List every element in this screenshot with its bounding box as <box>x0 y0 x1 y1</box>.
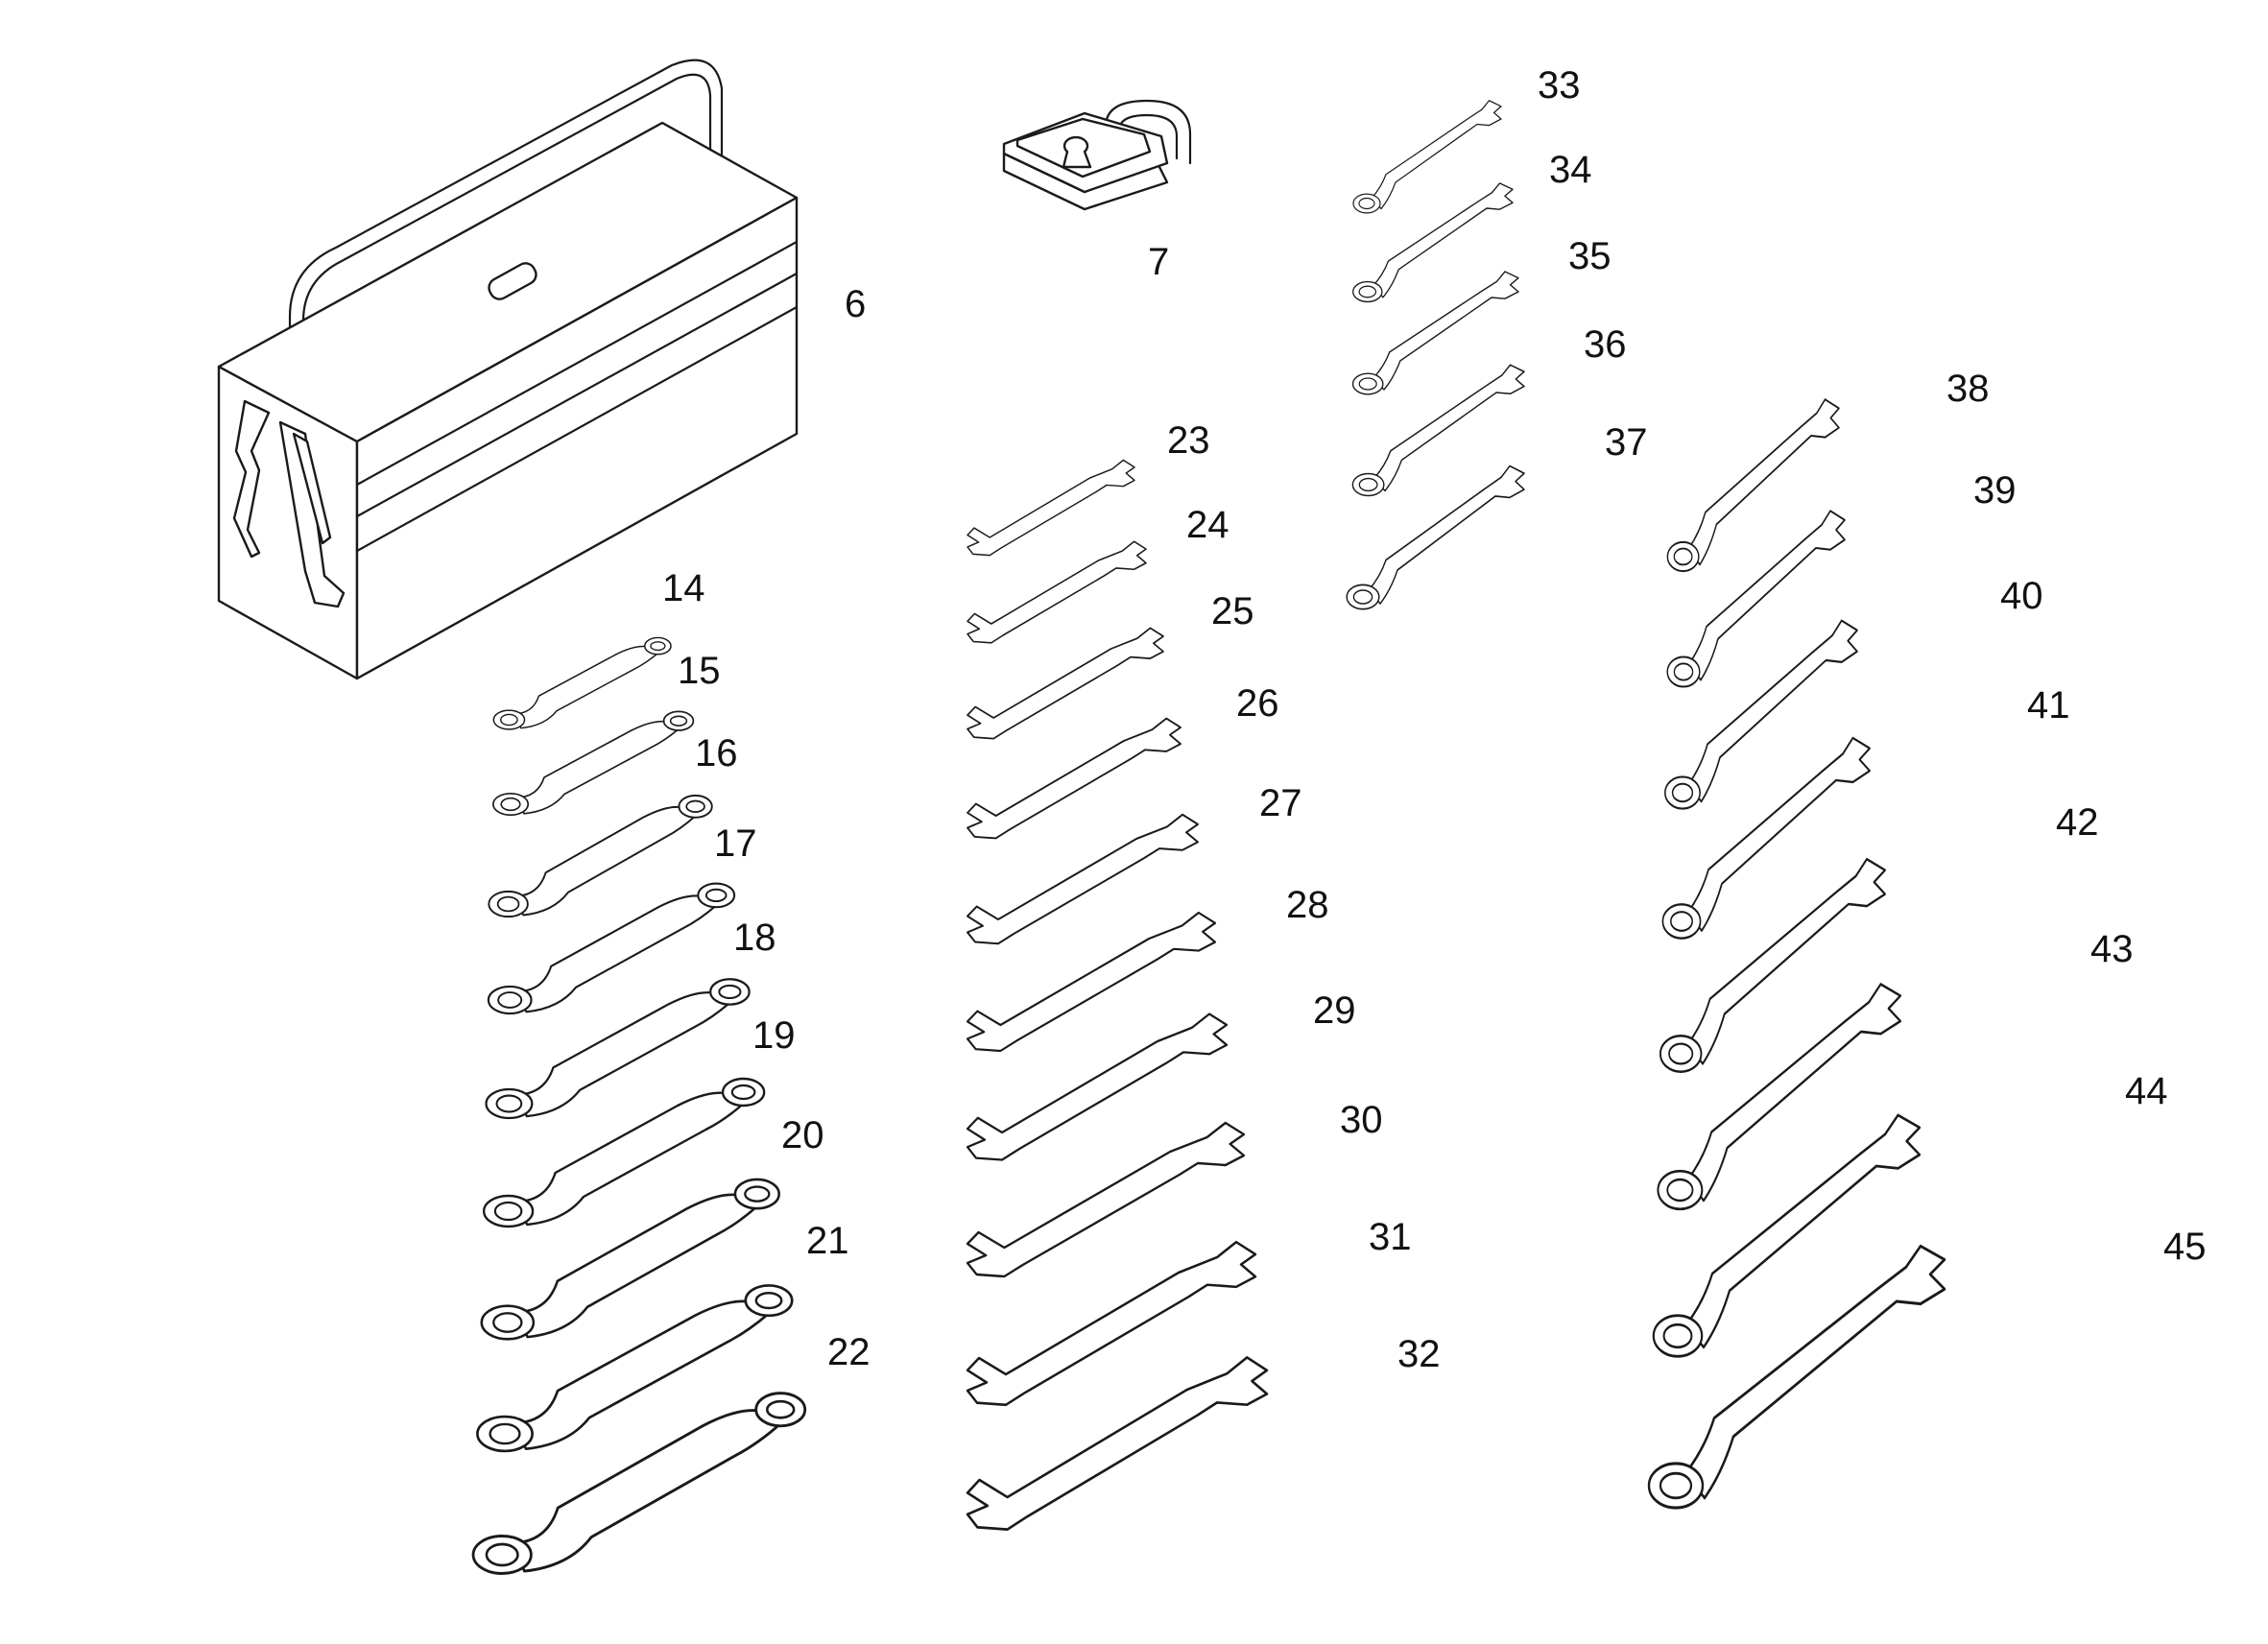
callout-box-wrench: 17 <box>714 822 757 865</box>
toolbox <box>217 59 799 680</box>
callout-open-end-wrench: 30 <box>1340 1099 1383 1141</box>
callout-combination-wrench: 40 <box>2000 575 2043 617</box>
open-end-wrench-23 <box>967 459 1135 557</box>
callout-open-end-wrench: 24 <box>1186 504 1229 546</box>
callout-combination-wrench: 39 <box>1973 469 2017 512</box>
callout-combination-wrench: 34 <box>1549 149 1592 191</box>
callout-labels: 6 7 14 15 16 17 18 19 20 21 22 23 24 25 … <box>662 64 2207 1375</box>
callout-box-wrench: 20 <box>781 1114 824 1156</box>
callout-box-wrench: 19 <box>752 1014 796 1057</box>
callout-combination-wrench: 45 <box>2163 1226 2207 1268</box>
callout-open-end-wrench: 27 <box>1259 782 1302 824</box>
callout-combination-wrench: 37 <box>1605 421 1648 464</box>
callout-combination-wrench: 43 <box>2090 928 2134 970</box>
open-end-wrench-26 <box>967 717 1182 840</box>
open-end-wrench-25 <box>967 627 1164 740</box>
callout-box-wrench: 18 <box>733 917 776 959</box>
callout-open-end-wrench: 28 <box>1286 884 1329 926</box>
toolbox-clasp-2 <box>292 432 332 545</box>
box-wrench-14 <box>492 636 672 730</box>
toolbox-handle <box>288 59 724 400</box>
box-wrench-group <box>471 636 807 1575</box>
callout-open-end-wrench: 26 <box>1236 682 1279 725</box>
callout-open-end-wrench: 32 <box>1397 1333 1441 1375</box>
toolbox-latch <box>488 262 537 300</box>
combination-wrench-44 <box>1652 1113 1922 1358</box>
toolbox-side <box>355 196 799 680</box>
open-end-wrench-24 <box>967 540 1147 644</box>
toolbox-tray-line <box>355 272 799 518</box>
callout-open-end-wrench: 31 <box>1369 1216 1412 1258</box>
callout-combination-wrench: 36 <box>1584 323 1627 366</box>
padlock-shackle <box>1104 99 1192 165</box>
toolbox-hasp <box>232 399 271 559</box>
combination-wrench-33 <box>1352 100 1502 214</box>
callout-box-wrench: 22 <box>827 1331 871 1373</box>
callout-combination-wrench: 42 <box>2056 801 2099 844</box>
callout-open-end-wrench: 25 <box>1211 590 1254 632</box>
combination-wrench-45 <box>1647 1244 1946 1510</box>
small-combination-wrench-group <box>1346 100 1525 610</box>
toolbox-tray-line <box>355 240 799 487</box>
toolbox-handle-inner <box>301 73 712 400</box>
callout-box-wrench: 15 <box>678 650 721 692</box>
callout-padlock: 7 <box>1148 241 1169 283</box>
callout-combination-wrench: 33 <box>1538 64 1581 107</box>
large-combination-wrench-group <box>1647 398 1946 1510</box>
callout-toolbox: 6 <box>845 283 866 325</box>
keyhole-icon <box>1062 135 1092 169</box>
callout-box-wrench: 16 <box>695 732 738 774</box>
callout-combination-wrench: 41 <box>2027 684 2070 727</box>
callout-combination-wrench: 35 <box>1568 235 1611 277</box>
callout-combination-wrench: 38 <box>1946 368 1990 410</box>
callout-open-end-wrench: 29 <box>1313 989 1356 1032</box>
callout-open-end-wrench: 23 <box>1167 419 1210 462</box>
callout-box-wrench: 14 <box>662 567 705 609</box>
toolbox-tray-line <box>355 305 799 553</box>
padlock <box>1002 99 1192 211</box>
callout-box-wrench: 21 <box>806 1220 849 1262</box>
callout-combination-wrench: 44 <box>2125 1070 2168 1112</box>
